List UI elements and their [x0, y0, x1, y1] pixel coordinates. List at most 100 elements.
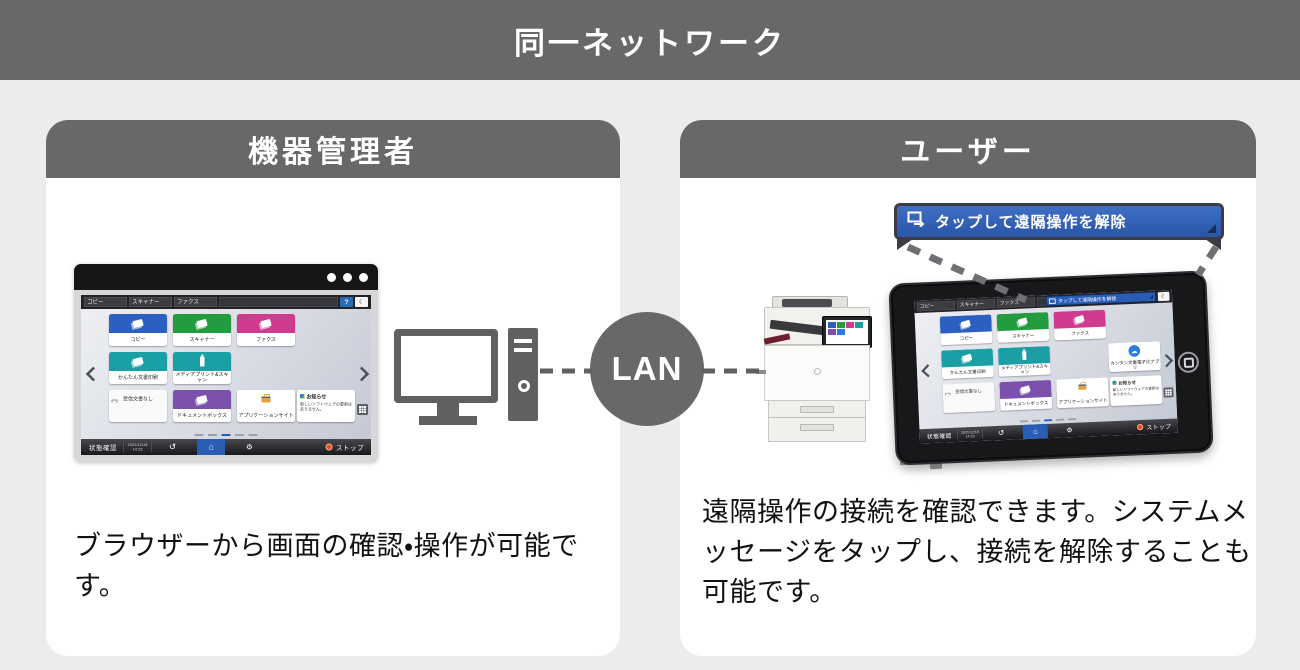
- night-mode-icon[interactable]: ☾: [1157, 291, 1170, 302]
- app-grid-icon[interactable]: [1163, 387, 1174, 398]
- home-button[interactable]: ⌂: [1022, 423, 1049, 440]
- notice-icon: [1112, 380, 1117, 385]
- tile-received-docs[interactable]: 受信文書なし: [109, 390, 167, 422]
- chevron-left-icon[interactable]: [85, 366, 101, 382]
- admin-panel-title: 機器管理者: [248, 136, 418, 169]
- monitor-icon: [394, 329, 498, 403]
- home-button[interactable]: ⌂: [197, 439, 226, 455]
- user-caption: 遠隔操作の接続を確認できます。システムメッセージをタップし、接続を解除することも…: [702, 497, 1252, 607]
- page-indicator: [194, 434, 258, 436]
- tile-cloud-app[interactable]: ☁ カンタン文書電子化アプリ: [1108, 341, 1161, 373]
- tile-application-site[interactable]: アプリケーションサイト: [237, 390, 295, 422]
- scanner-icon: [173, 314, 231, 333]
- user-panel-title: ユーザー: [900, 136, 1036, 169]
- remote-screen-icon: [1048, 298, 1056, 304]
- tile-scanner[interactable]: スキャナー: [173, 314, 231, 346]
- usb-icon: [997, 345, 1051, 366]
- home-tiles-area: コピー スキャナー ファクス かんたん文書印刷 メディアプリント&スキャン ☁ …: [915, 302, 1178, 429]
- back-icon[interactable]: ↺: [997, 428, 1005, 438]
- chevron-left-icon[interactable]: [921, 364, 935, 378]
- notice-icon: [300, 394, 305, 399]
- tab-fax[interactable]: ファクス: [174, 297, 217, 307]
- tile-document-box[interactable]: ドキュメントボックス: [999, 379, 1053, 411]
- browser-window: コピー スキャナー ファクス ? ☾ タップして遠隔操作を解除 コピー スキャナ…: [74, 264, 378, 462]
- back-icon[interactable]: ↺: [169, 442, 177, 452]
- screen-topbar: コピー スキャナー ファクス ? ☾ タップして遠隔操作を解除: [81, 295, 371, 309]
- tile-copy[interactable]: コピー: [939, 314, 993, 346]
- pc-tower-icon: [508, 328, 538, 421]
- tile-copy[interactable]: コピー: [109, 314, 167, 346]
- document-box-icon: [173, 390, 231, 409]
- printer-paper-drawers: [768, 400, 866, 442]
- stop-button[interactable]: ストップ: [1136, 422, 1172, 432]
- tile-easy-print[interactable]: かんたん文書印刷: [941, 348, 994, 380]
- usb-icon: [173, 352, 231, 371]
- tooltip-text: タップして遠隔操作を解除: [935, 214, 1127, 231]
- tile-media-print[interactable]: メディアプリント&スキャン: [997, 345, 1051, 377]
- easy-print-icon: [109, 352, 167, 371]
- copy-icon: [939, 314, 992, 334]
- status-check-button[interactable]: 状態確認: [926, 432, 952, 440]
- stop-button[interactable]: ストップ: [325, 442, 364, 452]
- settings-gear-icon[interactable]: ⚙: [1066, 426, 1073, 435]
- tab-spacer: [219, 297, 338, 307]
- datetime-display: 2021/12/18 14:23: [956, 428, 984, 440]
- tab-copy[interactable]: コピー: [916, 300, 956, 312]
- window-dot-icon: [359, 272, 368, 282]
- tab-fax[interactable]: ファクス: [996, 297, 1036, 308]
- app-grid-icon[interactable]: [357, 404, 368, 415]
- tile-document-box[interactable]: ドキュメントボックス: [173, 390, 231, 422]
- window-dot-icon: [327, 272, 336, 282]
- tab-copy[interactable]: コピー: [84, 297, 127, 307]
- top-banner: 同一ネットワーク: [0, 0, 1300, 80]
- printer-panel-screen: [826, 320, 868, 344]
- chevron-right-icon[interactable]: [1159, 354, 1174, 368]
- system-message-text: タップして遠隔操作を解除: [1057, 296, 1117, 304]
- admin-panel-header: 機器管理者: [46, 120, 620, 178]
- chevron-right-icon[interactable]: [354, 366, 370, 382]
- tile-media-print[interactable]: メディアプリント&スキャン: [173, 352, 231, 384]
- tile-fax[interactable]: ファクス: [1053, 309, 1107, 341]
- remote-release-tooltip[interactable]: タップして遠隔操作を解除: [894, 203, 1224, 250]
- tile-scanner[interactable]: スキャナー: [996, 312, 1050, 343]
- remote-screen-icon: [907, 211, 927, 232]
- help-button[interactable]: ?: [340, 297, 353, 307]
- settings-gear-icon[interactable]: ⚙: [246, 443, 253, 452]
- fax-icon: [237, 314, 295, 333]
- browser-titlebar: [74, 264, 378, 290]
- home-icon: ⌂: [1032, 427, 1038, 436]
- operation-panel-tablet: コピー スキャナー ファクス ? ☾ タップして遠隔操作を解除 コピー スキャナ…: [888, 270, 1214, 466]
- easy-print-icon: [941, 348, 994, 368]
- page-indicator: [1020, 418, 1077, 423]
- tile-application-site[interactable]: アプリケーションサイト: [1056, 377, 1110, 409]
- night-mode-icon[interactable]: ☾: [355, 297, 368, 307]
- printer-illustration: [756, 296, 876, 446]
- triangle-icon: [1207, 224, 1216, 233]
- window-dot-icon: [343, 272, 352, 282]
- browser-screen: コピー スキャナー ファクス ? ☾ タップして遠隔操作を解除 コピー スキャナ…: [81, 295, 371, 455]
- stop-icon: [325, 443, 333, 451]
- status-check-button[interactable]: 状態確認: [89, 443, 118, 452]
- monitor-base: [419, 416, 477, 425]
- notice-card[interactable]: お知らせ 新しいソフトウェアの更新はありません。: [1109, 375, 1163, 407]
- tab-scanner[interactable]: スキャナー: [129, 297, 172, 307]
- copy-icon: [109, 314, 167, 333]
- home-tiles-area: コピー スキャナー ファクス かんたん文書印刷 メディアプリント&スキャン ☁ …: [81, 309, 371, 439]
- notice-card[interactable]: お知らせ 新しいソフトウェアの更新はありません。: [297, 390, 355, 422]
- page-title: 同一ネットワーク: [514, 25, 786, 61]
- tablet-screen: コピー スキャナー ファクス ? ☾ タップして遠隔操作を解除 コピー スキャナ…: [914, 289, 1178, 444]
- fax-icon: [1053, 309, 1106, 329]
- printer-home-screen: コピー スキャナー ファクス ? ☾ タップして遠隔操作を解除 コピー スキャナ…: [914, 289, 1178, 444]
- monitor-stand: [437, 402, 459, 416]
- user-panel-header: ユーザー: [680, 120, 1256, 178]
- lan-node: LAN: [590, 312, 704, 426]
- app-site-icon: [237, 390, 295, 409]
- triangle-icon: [1149, 295, 1154, 299]
- cloud-icon: ☁: [1128, 344, 1141, 357]
- tile-received-docs[interactable]: 受信文書なし: [942, 382, 996, 414]
- tile-easy-print[interactable]: かんたん文書印刷: [109, 352, 167, 384]
- tile-fax[interactable]: ファクス: [237, 314, 295, 346]
- home-icon: ⌂: [208, 442, 214, 452]
- tab-scanner[interactable]: スキャナー: [956, 299, 996, 310]
